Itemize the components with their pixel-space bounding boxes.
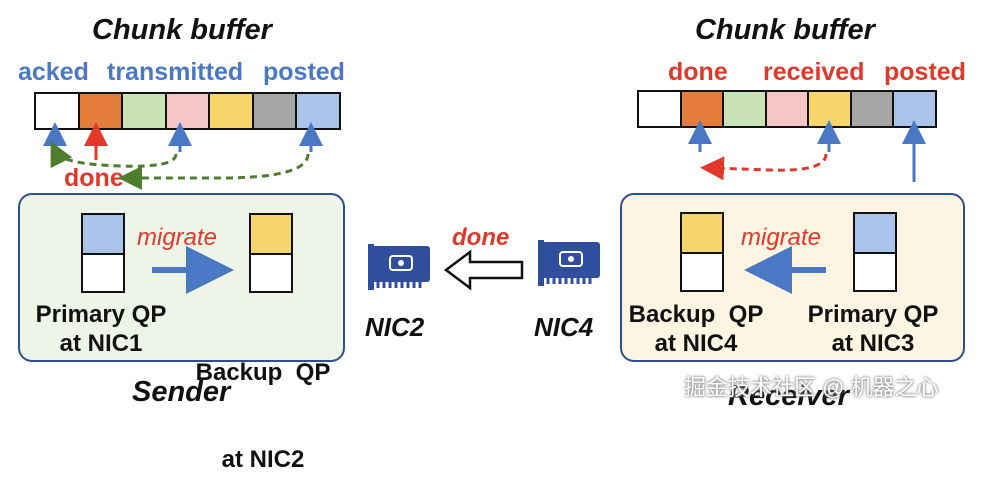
watermark-text: 掘金技术社区 @ 机器之心 [684, 375, 939, 400]
sender-footer-label: Sender [132, 376, 231, 408]
nic-done-hollow-arrow [443, 249, 524, 291]
diagram-overlay [43, 120, 926, 294]
sender-label-done: done [64, 164, 124, 192]
receiver-label-posted: posted [884, 58, 966, 86]
nic2-card-icon [368, 244, 430, 290]
sender-primary-qp-line1: Primary QP [35, 301, 167, 328]
receiver-backup-qp-line2: at NIC4 [654, 330, 738, 357]
receiver-primary-qp-label: Primary QP at NIC3 [800, 300, 946, 358]
receiver-backup-qp-empty-slot [682, 254, 722, 290]
receiver-label-done: done [668, 58, 728, 86]
sender-backup-qp-box [249, 213, 293, 293]
receiver-red-dashed-arrow [700, 153, 828, 181]
sender-buffer-cell [253, 94, 298, 128]
sender-primary-qp-line2: at NIC1 [59, 330, 143, 357]
receiver-buffer-cell [851, 92, 895, 126]
sender-backup-qp-empty-slot [251, 255, 291, 291]
sender-backup-qp-slot [251, 215, 291, 255]
sender-primary-qp-slot [83, 215, 123, 255]
receiver-primary-qp-box [853, 212, 897, 292]
receiver-buffer-cell [766, 92, 810, 126]
receiver-chunk-buffer [637, 90, 937, 128]
sender-green-dashed-arrow-short [50, 141, 178, 169]
receiver-primary-qp-line2: at NIC3 [831, 330, 915, 357]
receiver-backup-qp-label: Backup QP at NIC4 [626, 300, 766, 358]
receiver-panel [620, 193, 965, 362]
nic2-label: NIC2 [365, 312, 425, 342]
sender-label-posted: posted [263, 58, 345, 86]
nic4-label: NIC4 [534, 312, 594, 342]
sender-primary-qp-box [81, 213, 125, 293]
sender-buffer-title: Chunk buffer [92, 14, 272, 46]
receiver-buffer-title: Chunk buffer [695, 14, 875, 46]
receiver-primary-qp-slot [855, 214, 895, 254]
receiver-primary-qp-empty-slot [855, 254, 895, 290]
receiver-backup-qp-line1: Backup QP [628, 301, 764, 328]
receiver-footer-label: Receiver [728, 380, 849, 412]
receiver-backup-qp-box [680, 212, 724, 292]
sender-label-transmitted: transmitted [107, 58, 244, 86]
receiver-buffer-cell [724, 92, 767, 126]
nic-done-label: done [452, 224, 510, 251]
receiver-buffer-cell [639, 92, 682, 126]
sender-backup-qp-line2: at NIC2 [221, 446, 305, 473]
sender-primary-qp-empty-slot [83, 255, 123, 291]
receiver-backup-qp-slot [682, 214, 722, 254]
sender-primary-qp-label: Primary QP at NIC1 [31, 300, 171, 358]
receiver-label-received: received [763, 58, 865, 86]
nic4-card-icon [538, 240, 600, 286]
receiver-primary-qp-line1: Primary QP [807, 301, 939, 328]
sender-backup-qp-line1: Backup QP [195, 359, 331, 386]
sender-green-dashed-arrow-long [118, 153, 310, 190]
sender-buffer-cell [123, 94, 167, 128]
sender-buffer-cell [210, 94, 254, 128]
sender-label-acked: acked [18, 58, 89, 86]
